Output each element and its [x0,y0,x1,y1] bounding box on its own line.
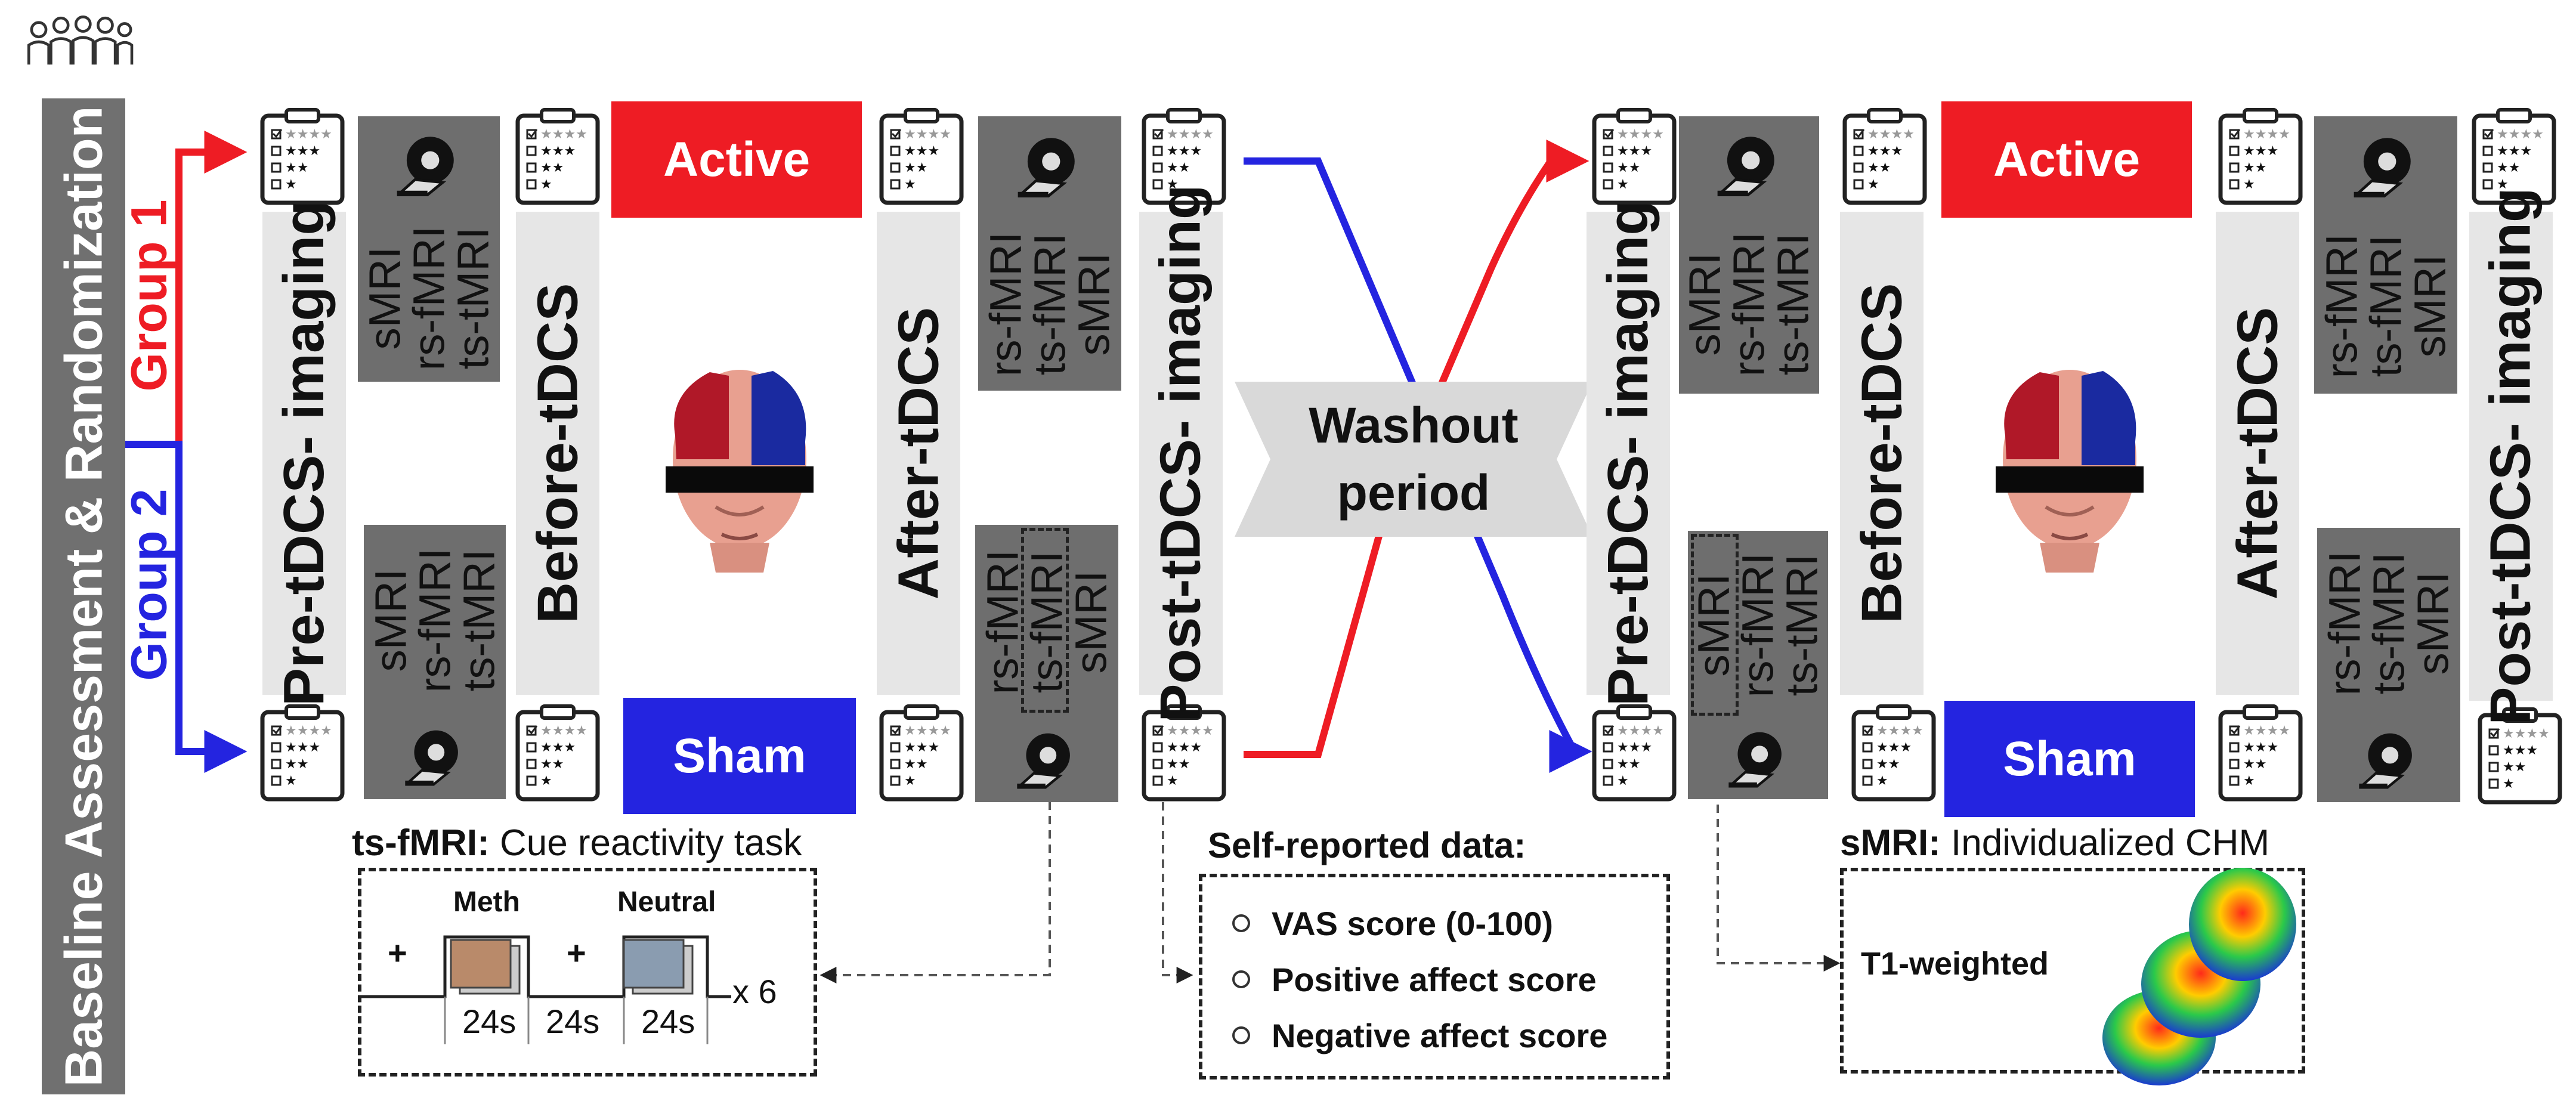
ts-fmri-highlight [1021,528,1069,713]
checklist-clipboard-icon [1849,704,1938,802]
smri-panel-title: sMRI: Individualized CHM [1840,822,2270,864]
checklist-clipboard-icon [513,704,602,802]
mri-scanner-icon [1720,727,1797,791]
pre-mri-sequence-top: sMRI rs-fMRI ts-tMRI [358,215,500,382]
sham-stimulation-box: Sham [623,698,856,814]
self-report-item: VAS score (0-100) [1232,895,1666,951]
active-stimulation-box: Active [611,101,862,218]
mri-scanner-thumb [358,116,500,215]
post-mri-sequence-bottom: rs-fMRI ts-fMRI sMRI [975,525,1118,719]
task-timeline [361,935,731,1044]
checklist-clipboard-icon [877,107,966,206]
before-tdcs-bar: Before-tDCS [516,212,599,695]
group2-label: Group 2 [120,488,177,681]
t1-weighted-label: T1-weighted [1861,946,2049,982]
post-mri-sequence-top: rs-fMRI ts-fMRI sMRI [978,218,1121,391]
self-report-item: Negative affect score [1232,1007,1666,1063]
checklist-clipboard-icon [1589,704,1679,802]
duration-3: 24s [641,1003,695,1040]
active-stimulation-box-2: Active [1941,101,2192,218]
checklist-clipboard-icon [877,704,966,802]
pre-mri-sequence-bottom-2: sMRI rs-fMRI ts-tMRI [1688,531,1828,719]
checklist-clipboard-icon [1589,107,1679,206]
neutral-label: Neutral [617,886,716,918]
checklist-clipboard-icon [258,704,347,802]
post-mri-sequence-bottom-2: rs-fMRI ts-fMRI sMRI [2317,528,2460,719]
task-connector-line [820,787,1051,983]
mri-scanner-icon [387,131,471,200]
head-electrode-icon [1992,358,2147,579]
plus-fixation-1: + [388,934,407,972]
checklist-clipboard-icon [1840,107,1929,206]
smri-highlight [1691,534,1739,716]
pre-tdcs-imaging-bar-2: Pre-tDCS- imaging [1587,200,1670,706]
duration-1: 24s [462,1003,517,1040]
group1-branch-line [175,131,248,444]
repeat-label: x 6 [732,973,777,1010]
brain-map-icon [2102,868,2296,1085]
self-report-item: Positive affect score [1232,951,1666,1007]
pre-mri-sequence-top-2: sMRI rs-fMRI ts-tMRI [1679,215,1819,394]
crossover-red-line [1244,140,1589,758]
baseline-randomization-bar: Baseline Assessment & Randomization [42,98,125,1094]
mri-scanner-icon [2344,132,2427,202]
self-report-panel: VAS score (0-100) Positive affect score … [1199,874,1670,1079]
selfreport-connector-line [1162,802,1193,983]
group1-label: Group 1 [120,199,177,392]
mri-scanner-thumb [1688,719,1828,799]
head-electrode-icon [662,358,817,579]
washout-shape [1235,382,1592,537]
after-tdcs-bar: After-tDCS [877,212,960,695]
checklist-clipboard-icon [513,107,602,206]
before-tdcs-bar-2: Before-tDCS [1840,212,1924,695]
self-report-title: Self-reported data: [1208,825,1526,865]
after-tdcs-bar-2: After-tDCS [2216,212,2299,695]
group2-branch-line [125,441,248,773]
pre-mri-sequence-bottom: sMRI rs-fMRI ts-tMRI [364,525,506,716]
mri-scanner-icon [1708,131,1791,200]
task-panel-title: ts-fMRI: Cue reactivity task [352,822,802,864]
duration-2: 24s [546,1003,600,1040]
crossover-blue-line [1244,157,1592,773]
post-tdcs-imaging-bar: Post-tDCS- imaging [1139,184,1223,722]
task-panel [358,868,817,1077]
mri-scanner-thumb [978,116,1121,218]
mri-scanner-thumb [975,719,1118,802]
mri-scanner-icon [2350,728,2427,793]
mri-scanner-icon [1008,132,1091,202]
mri-scanner-thumb [1679,116,1819,215]
pre-tdcs-imaging-bar: Pre-tDCS- imaging [262,200,346,706]
checklist-clipboard-icon [2216,107,2305,206]
mri-scanner-icon [396,725,474,790]
smri-connector-line [1717,790,1841,972]
post-mri-sequence-top-2: rs-fMRI ts-fMRI sMRI [2314,218,2457,394]
mri-scanner-thumb [2317,719,2460,802]
post-tdcs-imaging-bar-2: Post-tDCS- imaging [2469,187,2553,725]
plus-fixation-2: + [567,934,586,972]
checklist-clipboard-icon [2216,704,2305,802]
mri-scanner-thumb [2314,116,2457,218]
washout-label: Washout period [1309,397,1519,521]
mri-scanner-thumb [364,716,506,799]
checklist-clipboard-icon [258,107,347,206]
mri-scanner-icon [1008,728,1086,793]
sham-stimulation-box-2: Sham [1944,701,2195,817]
meth-label: Meth [453,886,520,918]
